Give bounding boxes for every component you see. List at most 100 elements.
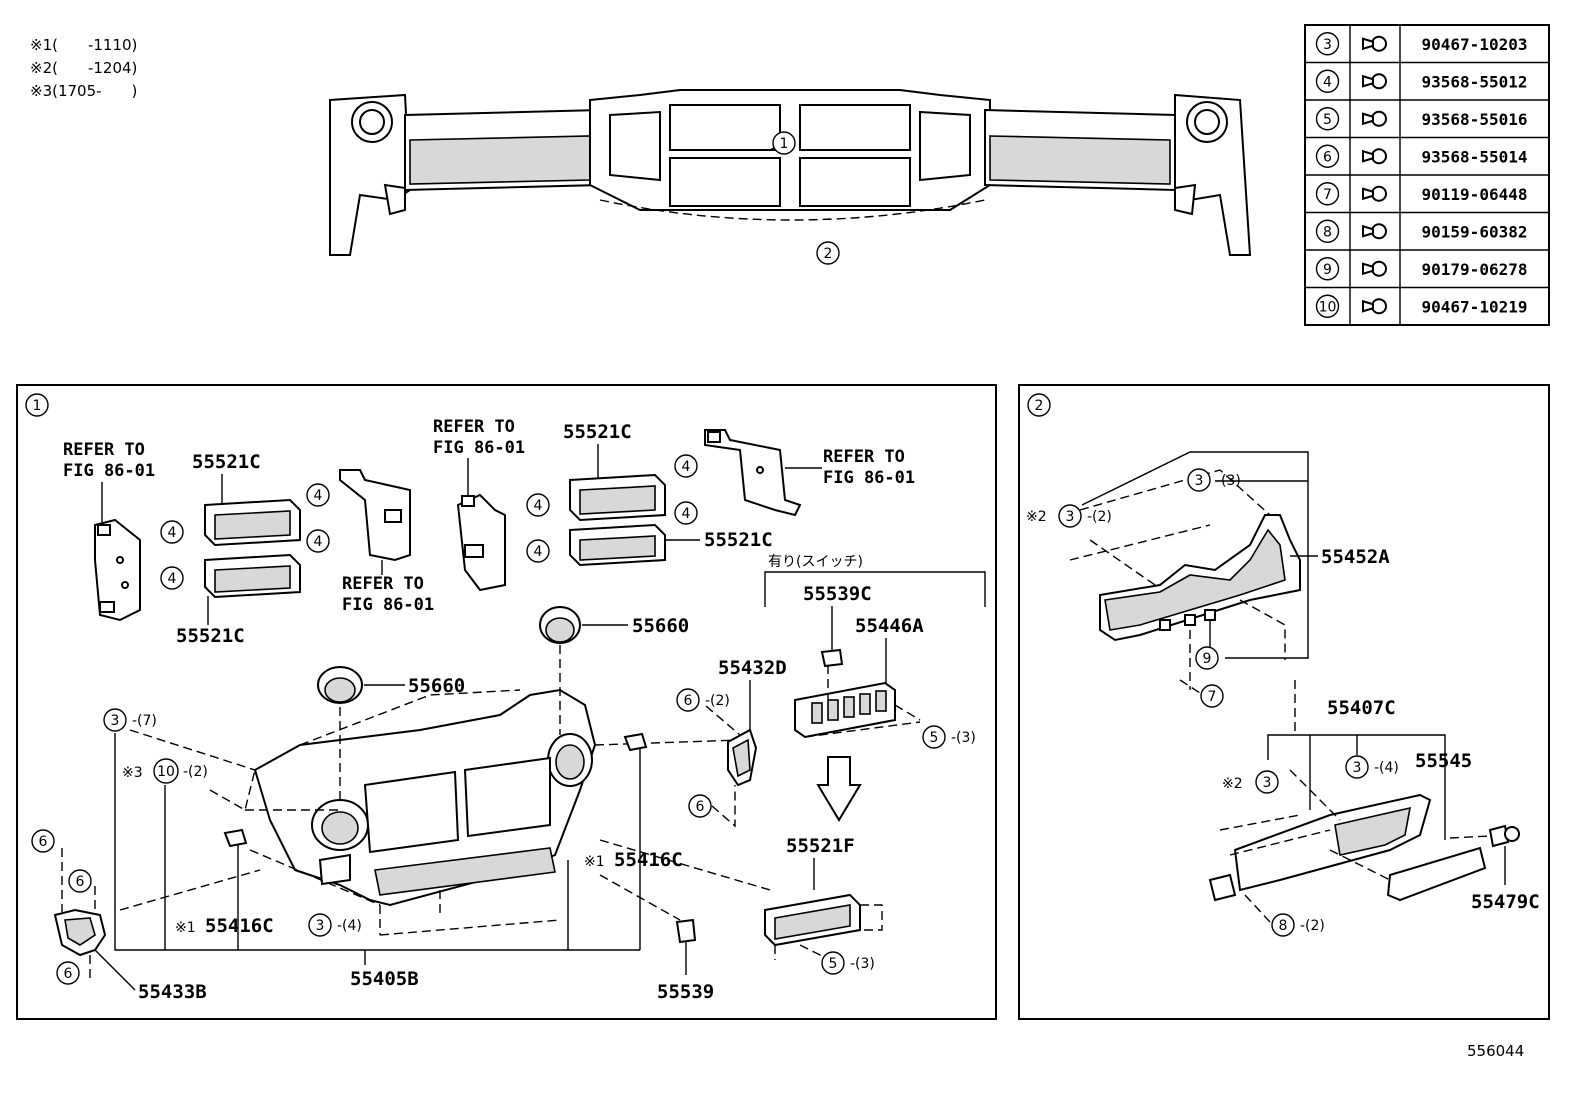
clip-55539 bbox=[675, 918, 697, 944]
bracket-mid-low bbox=[339, 469, 411, 562]
svg-text:4: 4 bbox=[168, 525, 177, 541]
svg-text:3: 3 bbox=[1066, 509, 1075, 525]
callout-6-c: 6 bbox=[56, 961, 80, 985]
svg-text:※2: ※2 bbox=[1222, 776, 1243, 792]
fastener-icon bbox=[1362, 260, 1387, 277]
callout-star2-3: ※2 3 bbox=[1222, 770, 1279, 794]
svg-text:3: 3 bbox=[316, 918, 325, 934]
callout-4: 4 bbox=[526, 493, 550, 517]
callout-4: 4 bbox=[674, 501, 698, 525]
part-55432d bbox=[727, 728, 758, 787]
label-55452a: 55452A bbox=[1321, 546, 1390, 568]
callout-4: 4 bbox=[306, 529, 330, 553]
svg-text:90467-10203: 90467-10203 bbox=[1422, 35, 1528, 54]
svg-text:4: 4 bbox=[682, 506, 691, 522]
label-55521c-c: 55521C bbox=[563, 421, 632, 443]
svg-text:3: 3 bbox=[111, 713, 120, 729]
svg-text:4: 4 bbox=[168, 571, 177, 587]
svg-text:93568-55016: 93568-55016 bbox=[1422, 110, 1528, 129]
svg-text:8: 8 bbox=[1323, 224, 1332, 240]
callout-5-qty3-b: 5 -(3) bbox=[821, 951, 875, 975]
svg-text:90159-60382: 90159-60382 bbox=[1422, 222, 1528, 241]
instrument-panel-overview bbox=[329, 89, 1252, 256]
svg-text:10: 10 bbox=[157, 764, 175, 780]
label-55433b: 55433B bbox=[138, 981, 207, 1003]
svg-text:8: 8 bbox=[1279, 918, 1288, 934]
svg-text:6: 6 bbox=[76, 874, 85, 890]
callout-9: 9 bbox=[1195, 646, 1219, 670]
note-1: ※1( -1110) bbox=[30, 36, 137, 54]
center-cluster-panel bbox=[253, 688, 597, 907]
callout-star2-3-qty2: ※2 3 -(2) bbox=[1026, 504, 1112, 528]
svg-text:90179-06278: 90179-06278 bbox=[1422, 260, 1528, 279]
refer-left-line2: FIG 86-01 bbox=[63, 461, 155, 481]
svg-text:10: 10 bbox=[1319, 299, 1337, 315]
bolt-55479c bbox=[1488, 824, 1520, 848]
svg-text:6: 6 bbox=[684, 693, 693, 709]
part-55539c bbox=[820, 648, 844, 668]
svg-text:7: 7 bbox=[1323, 187, 1332, 203]
svg-text:-(2): -(2) bbox=[705, 693, 730, 709]
svg-text:5: 5 bbox=[930, 730, 939, 746]
refer-midlow-line2: FIG 86-01 bbox=[342, 595, 434, 615]
panel-2-id: 2 bbox=[1027, 393, 1051, 417]
svg-text:93568-55012: 93568-55012 bbox=[1422, 72, 1528, 91]
refer-right-line2: FIG 86-01 bbox=[823, 468, 915, 488]
svg-text:4: 4 bbox=[314, 534, 323, 550]
svg-text:6: 6 bbox=[696, 799, 705, 815]
svg-text:-(4): -(4) bbox=[1374, 760, 1399, 776]
svg-text:93568-55014: 93568-55014 bbox=[1422, 147, 1528, 166]
fastener-icon bbox=[1362, 185, 1387, 202]
label-55521f: 55521F bbox=[786, 835, 855, 857]
callout-6-b: 6 bbox=[68, 869, 92, 893]
callout-8-qty2: 8 -(2) bbox=[1271, 913, 1325, 937]
panel-1-id: 1 bbox=[25, 393, 49, 417]
note-2: ※2( -1204) bbox=[30, 59, 137, 77]
label-55660-b: 55660 bbox=[408, 675, 465, 697]
callout-5-qty3-a: 5 -(3) bbox=[922, 725, 976, 749]
label-55416c-a: 55416C bbox=[205, 915, 274, 937]
vent-box-right-upper bbox=[569, 473, 666, 522]
callout-4: 4 bbox=[160, 520, 184, 544]
fastener-icon bbox=[1362, 298, 1387, 315]
clip-small-left bbox=[223, 828, 248, 848]
parts-table-row: 8 90159-60382 bbox=[1315, 219, 1528, 243]
label-55479c: 55479C bbox=[1471, 891, 1540, 913]
refer-left-line1: REFER TO bbox=[63, 440, 145, 460]
callout-7: 7 bbox=[1200, 684, 1224, 708]
round-vent-lower bbox=[317, 666, 363, 704]
label-55545: 55545 bbox=[1415, 750, 1472, 772]
svg-text:-(3): -(3) bbox=[850, 956, 875, 972]
refer-right-line1: REFER TO bbox=[823, 447, 905, 467]
svg-text:-(7): -(7) bbox=[132, 713, 157, 729]
fastener-icon bbox=[1362, 35, 1387, 52]
label-55446a: 55446A bbox=[855, 615, 924, 637]
callout-10-qty2: ※3 10 -(2) bbox=[122, 758, 208, 784]
svg-text:-(2): -(2) bbox=[1087, 509, 1112, 525]
refer-midlow-line1: REFER TO bbox=[342, 574, 424, 594]
callout-6-qty2: 6 -(2) bbox=[676, 688, 730, 712]
callout-3-qty4: 3 -(4) bbox=[1345, 755, 1399, 779]
side-bezel-55433b bbox=[53, 908, 107, 957]
bracket-right bbox=[704, 429, 802, 517]
bracket-left bbox=[94, 518, 141, 622]
callout-1: 1 bbox=[772, 131, 796, 155]
svg-text:-(2): -(2) bbox=[183, 764, 208, 780]
vent-box-right-lower bbox=[569, 523, 666, 567]
refer-midtop-line1: REFER TO bbox=[433, 417, 515, 437]
label-55660-a: 55660 bbox=[632, 615, 689, 637]
label-55521c-a: 55521C bbox=[192, 451, 261, 473]
svg-text:-(4): -(4) bbox=[337, 918, 362, 934]
switch-panel-55446a bbox=[794, 681, 896, 739]
star1-b: ※1 bbox=[584, 854, 605, 870]
note-3: ※3(1705- ) bbox=[30, 82, 137, 100]
label-55539c: 55539C bbox=[803, 583, 872, 605]
svg-text:※2: ※2 bbox=[1026, 509, 1047, 525]
callout-2: 2 bbox=[816, 241, 840, 265]
glove-box-door-55545 bbox=[1386, 846, 1487, 902]
